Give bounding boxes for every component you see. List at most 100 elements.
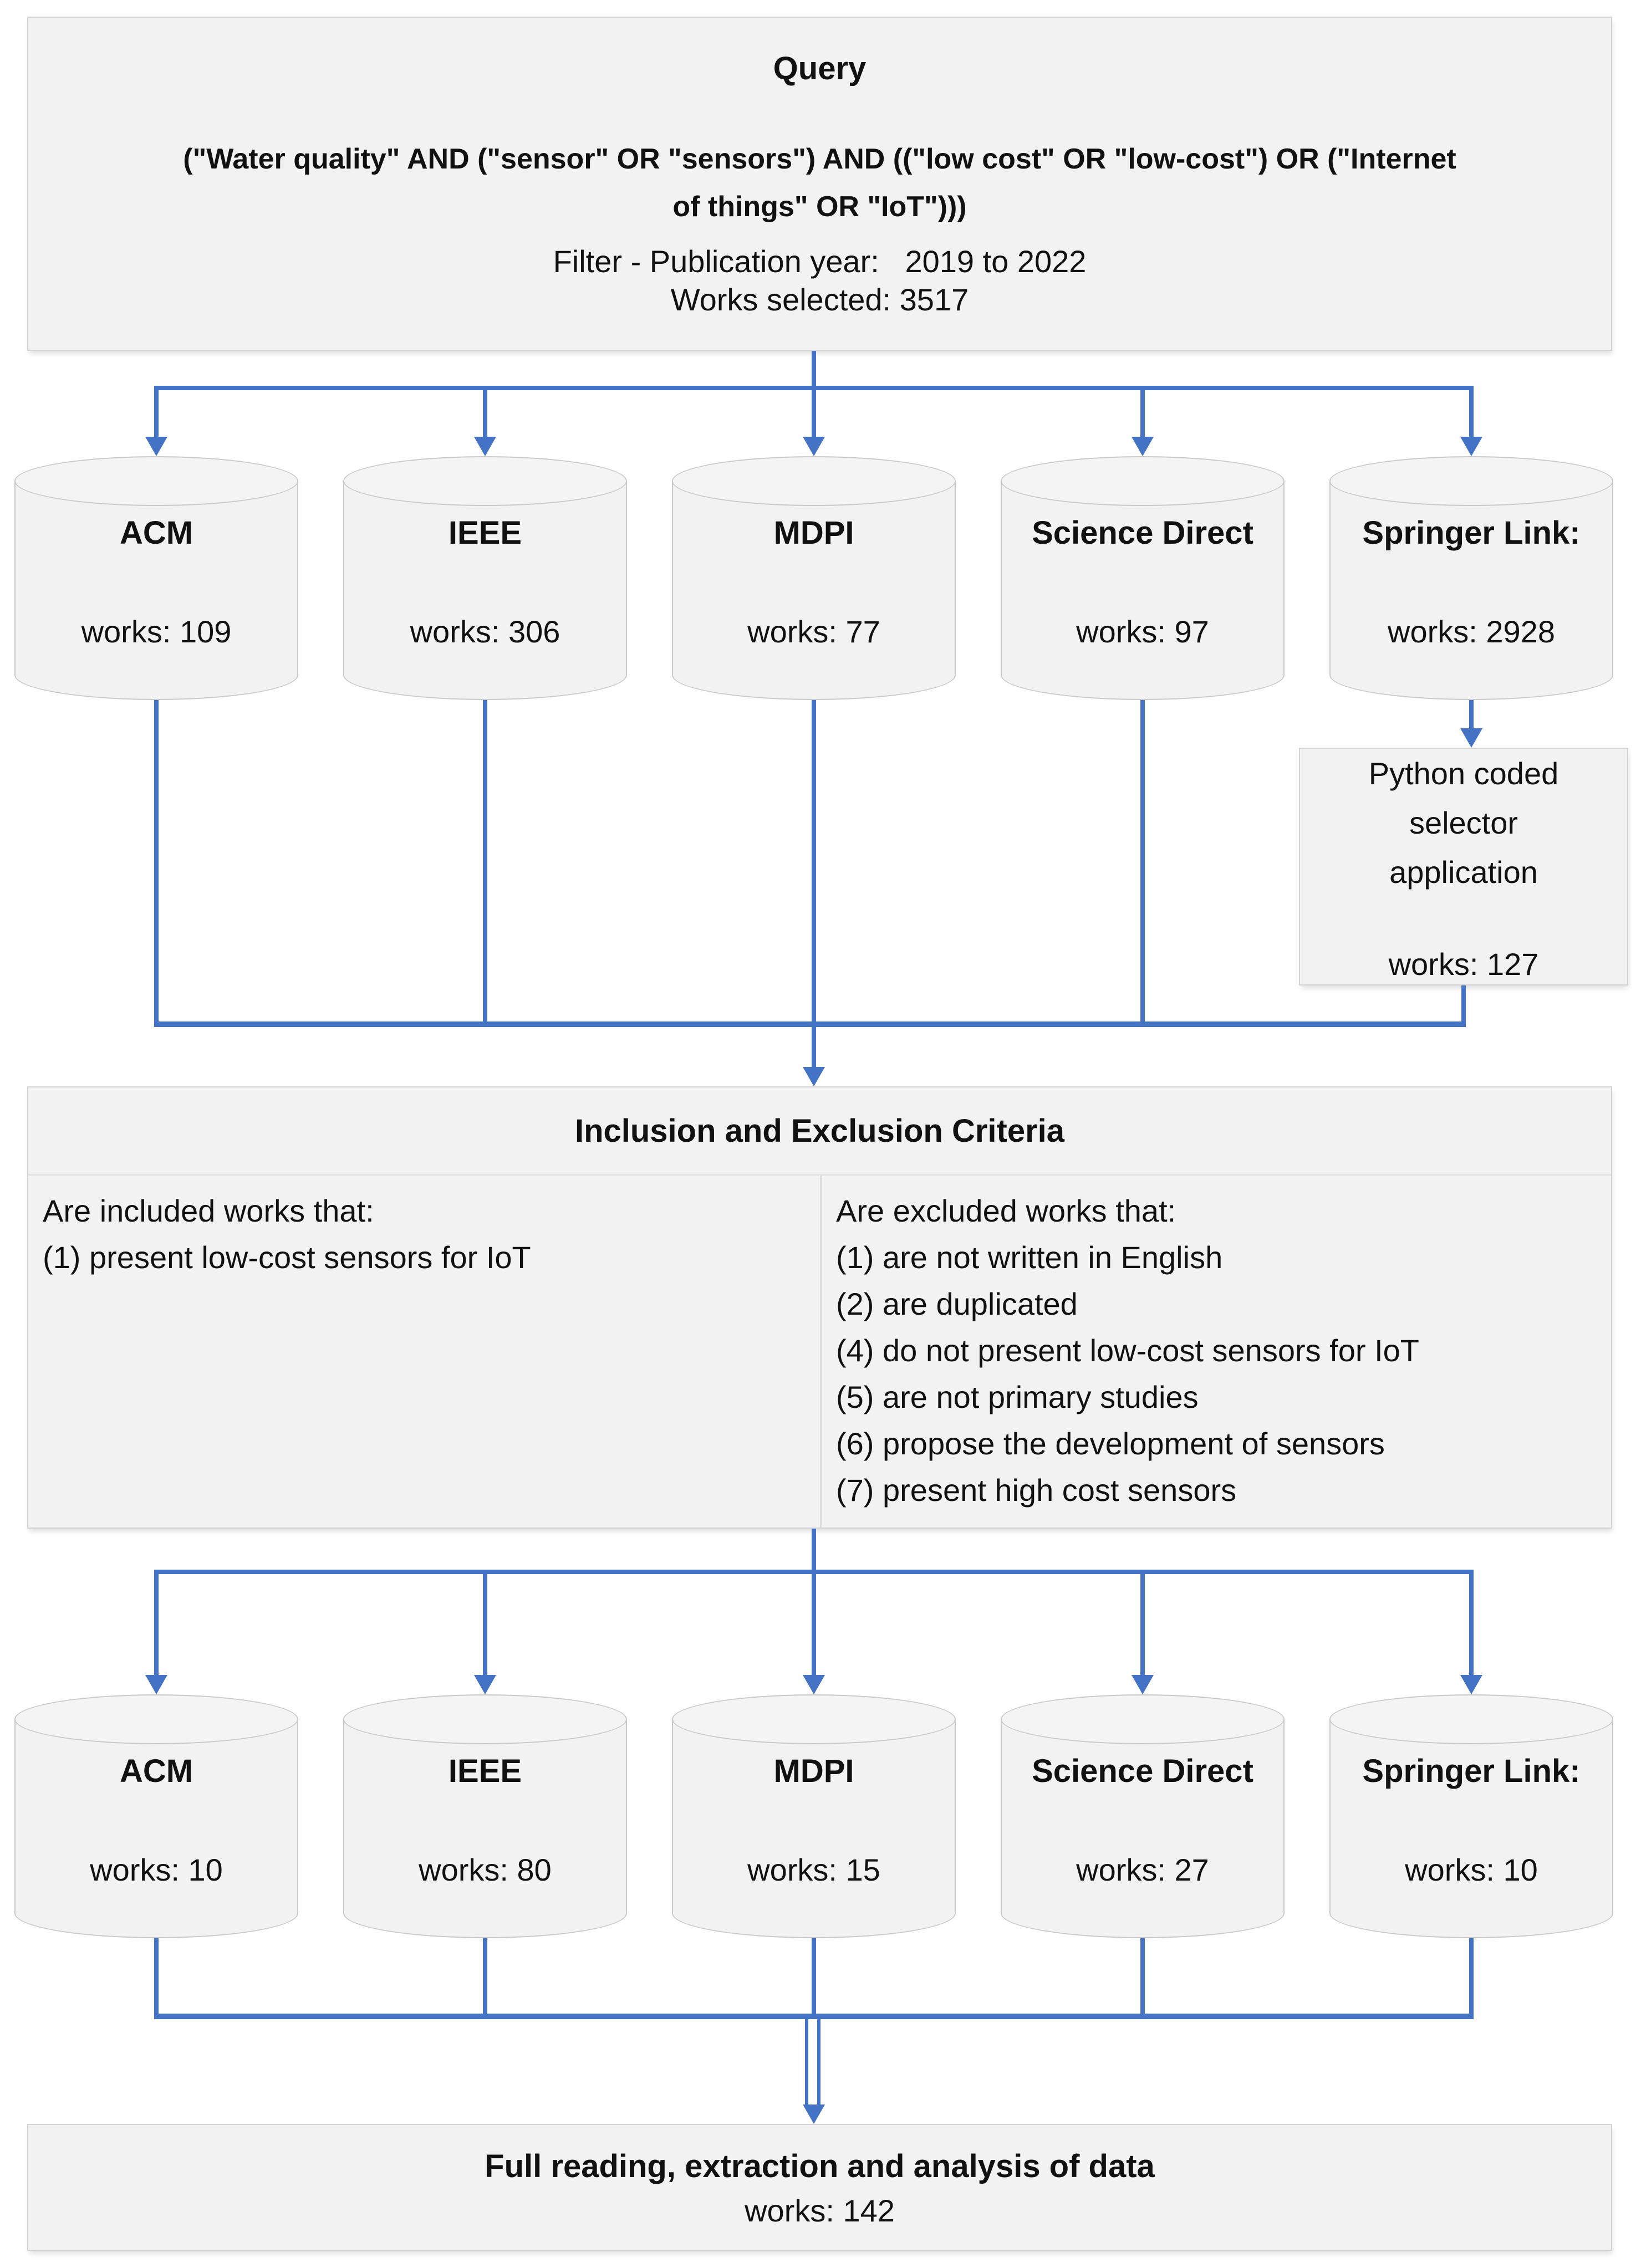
cylinder-top [672,1694,956,1744]
connector-bus-to-sciencedirect1 [1140,388,1145,437]
cylinder-body [14,481,298,675]
cylinder-top [343,1694,627,1744]
arrowhead-final [803,2104,825,2124]
database-name: MDPI [773,515,854,551]
cylinder-body [1001,1719,1285,1913]
included-item: (1) present low-cost sensors for IoT [43,1240,531,1275]
arrowhead-mdpi2 [803,1675,825,1694]
database-works: works: 77 [747,614,880,649]
connector-bus3-to-springer2 [1469,1574,1474,1676]
database-works: works: 27 [1076,1852,1209,1887]
connector-bus-to-ieee1 [483,388,487,437]
database-name: IEEE [448,515,522,551]
database-name: Science Direct [1032,1753,1253,1789]
query-works-count: Works selected: 3517 [670,282,969,317]
database-name: Science Direct [1032,515,1253,551]
selector-title: Python coded selector application [1368,756,1559,890]
bus-bottom [154,2014,1474,2019]
database-name: ACM [119,515,193,551]
connector-sciencedirect2-to-bus4 [1140,1938,1145,2019]
criteria-included-column: Are included works that: (1) present low… [28,1176,822,1528]
cylinder-top [14,1694,298,1744]
excluded-item: (1) are not written in English [836,1240,1223,1275]
database-works: works: 109 [81,614,232,649]
cylinder-body [1001,481,1285,675]
database-acm-initial: ACM works: 109 [14,456,298,700]
connector-springer2-to-bus4 [1469,1938,1474,2019]
database-works: works: 97 [1076,614,1209,649]
database-mdpi-initial: MDPI works: 77 [672,456,956,700]
arrowhead-springer1 [1460,437,1482,456]
cylinder-top [1001,456,1285,506]
arrowhead-sciencedirect1 [1132,437,1154,456]
database-name: IEEE [448,1753,522,1789]
database-works: works: 10 [1405,1852,1538,1887]
final-title: Full reading, extraction and analysis of… [485,2148,1155,2184]
connector-mdpi1-to-bus2 [812,700,816,1027]
criteria-box: Inclusion and Exclusion Criteria Are inc… [27,1086,1612,1529]
arrowhead-acm2 [145,1675,167,1694]
excluded-item: (2) are duplicated [836,1286,1078,1321]
connector-criteria-to-bus3 [812,1529,816,1574]
connector-acm2-to-bus4 [154,1938,159,2019]
database-sciencedirect-initial: Science Direct works: 97 [1001,456,1285,700]
database-springer-initial: Springer Link: works: 2928 [1329,456,1613,700]
database-ieee-filtered: IEEE works: 80 [343,1694,627,1938]
criteria-body: Are included works that: (1) present low… [28,1176,1611,1528]
connector-query-to-bus [812,351,816,388]
connector-bus-to-springer1 [1469,388,1474,437]
connector-ieee1-to-bus2 [483,700,487,1027]
query-title: Query [773,50,867,86]
database-mdpi-filtered: MDPI works: 15 [672,1694,956,1938]
connector-bus4-to-final-right [817,2019,820,2106]
database-ieee-initial: IEEE works: 306 [343,456,627,700]
criteria-excluded-column: Are excluded works that: (1) are not wri… [822,1176,1611,1528]
excluded-header: Are excluded works that: [836,1193,1176,1228]
cylinder-top [1329,456,1613,506]
query-box: Query ("Water quality" AND ("sensor" OR … [27,17,1612,351]
connector-bus-to-mdpi1 [812,388,816,437]
arrowhead-springer2 [1460,1675,1482,1694]
connector-ieee2-to-bus4 [483,1938,487,2019]
python-selector-box: Python coded selector application works:… [1299,748,1628,985]
database-name: Springer Link: [1362,515,1581,551]
arrowhead-sciencedirect2 [1132,1675,1154,1694]
included-header: Are included works that: [43,1193,374,1228]
query-filter: Filter - Publication year: 2019 to 2022 [553,244,1087,279]
connector-bus4-to-final-left [805,2019,808,2106]
excluded-item: (5) are not primary studies [836,1380,1199,1414]
database-works: works: 15 [747,1852,880,1887]
arrowhead-ieee1 [474,437,496,456]
cylinder-body [1329,1719,1613,1913]
final-works-count: works: 142 [745,2193,895,2228]
database-name: Springer Link: [1362,1753,1581,1789]
connector-bus3-to-mdpi2 [812,1574,816,1676]
connector-bus2-to-criteria [812,1027,816,1068]
database-works: works: 10 [90,1852,223,1887]
arrowhead-selector [1460,728,1482,748]
cylinder-top [1001,1694,1285,1744]
arrowhead-ieee2 [474,1675,496,1694]
cylinder-top [14,456,298,506]
connector-sciencedirect1-to-bus2 [1140,700,1145,1027]
cylinder-body [1329,481,1613,675]
database-sciencedirect-filtered: Science Direct works: 27 [1001,1694,1285,1938]
criteria-title: Inclusion and Exclusion Criteria [28,1087,1611,1176]
database-works: works: 306 [410,614,560,649]
cylinder-top [672,456,956,506]
final-box: Full reading, extraction and analysis of… [27,2124,1612,2251]
arrowhead-acm1 [145,437,167,456]
bus-middle-1 [154,1021,1466,1027]
cylinder-body [672,481,956,675]
cylinder-body [672,1719,956,1913]
database-acm-filtered: ACM works: 10 [14,1694,298,1938]
connector-selector-to-bus2 [1461,985,1466,1027]
database-springer-filtered: Springer Link: works: 10 [1329,1694,1613,1938]
connector-mdpi2-to-bus4 [812,1938,816,2019]
excluded-item: (4) do not present low-cost sensors for … [836,1333,1419,1368]
database-works: works: 2928 [1388,614,1555,649]
selector-works-count: works: 127 [1388,947,1539,982]
cylinder-body [343,1719,627,1913]
connector-acm1-to-bus2 [154,700,159,1027]
